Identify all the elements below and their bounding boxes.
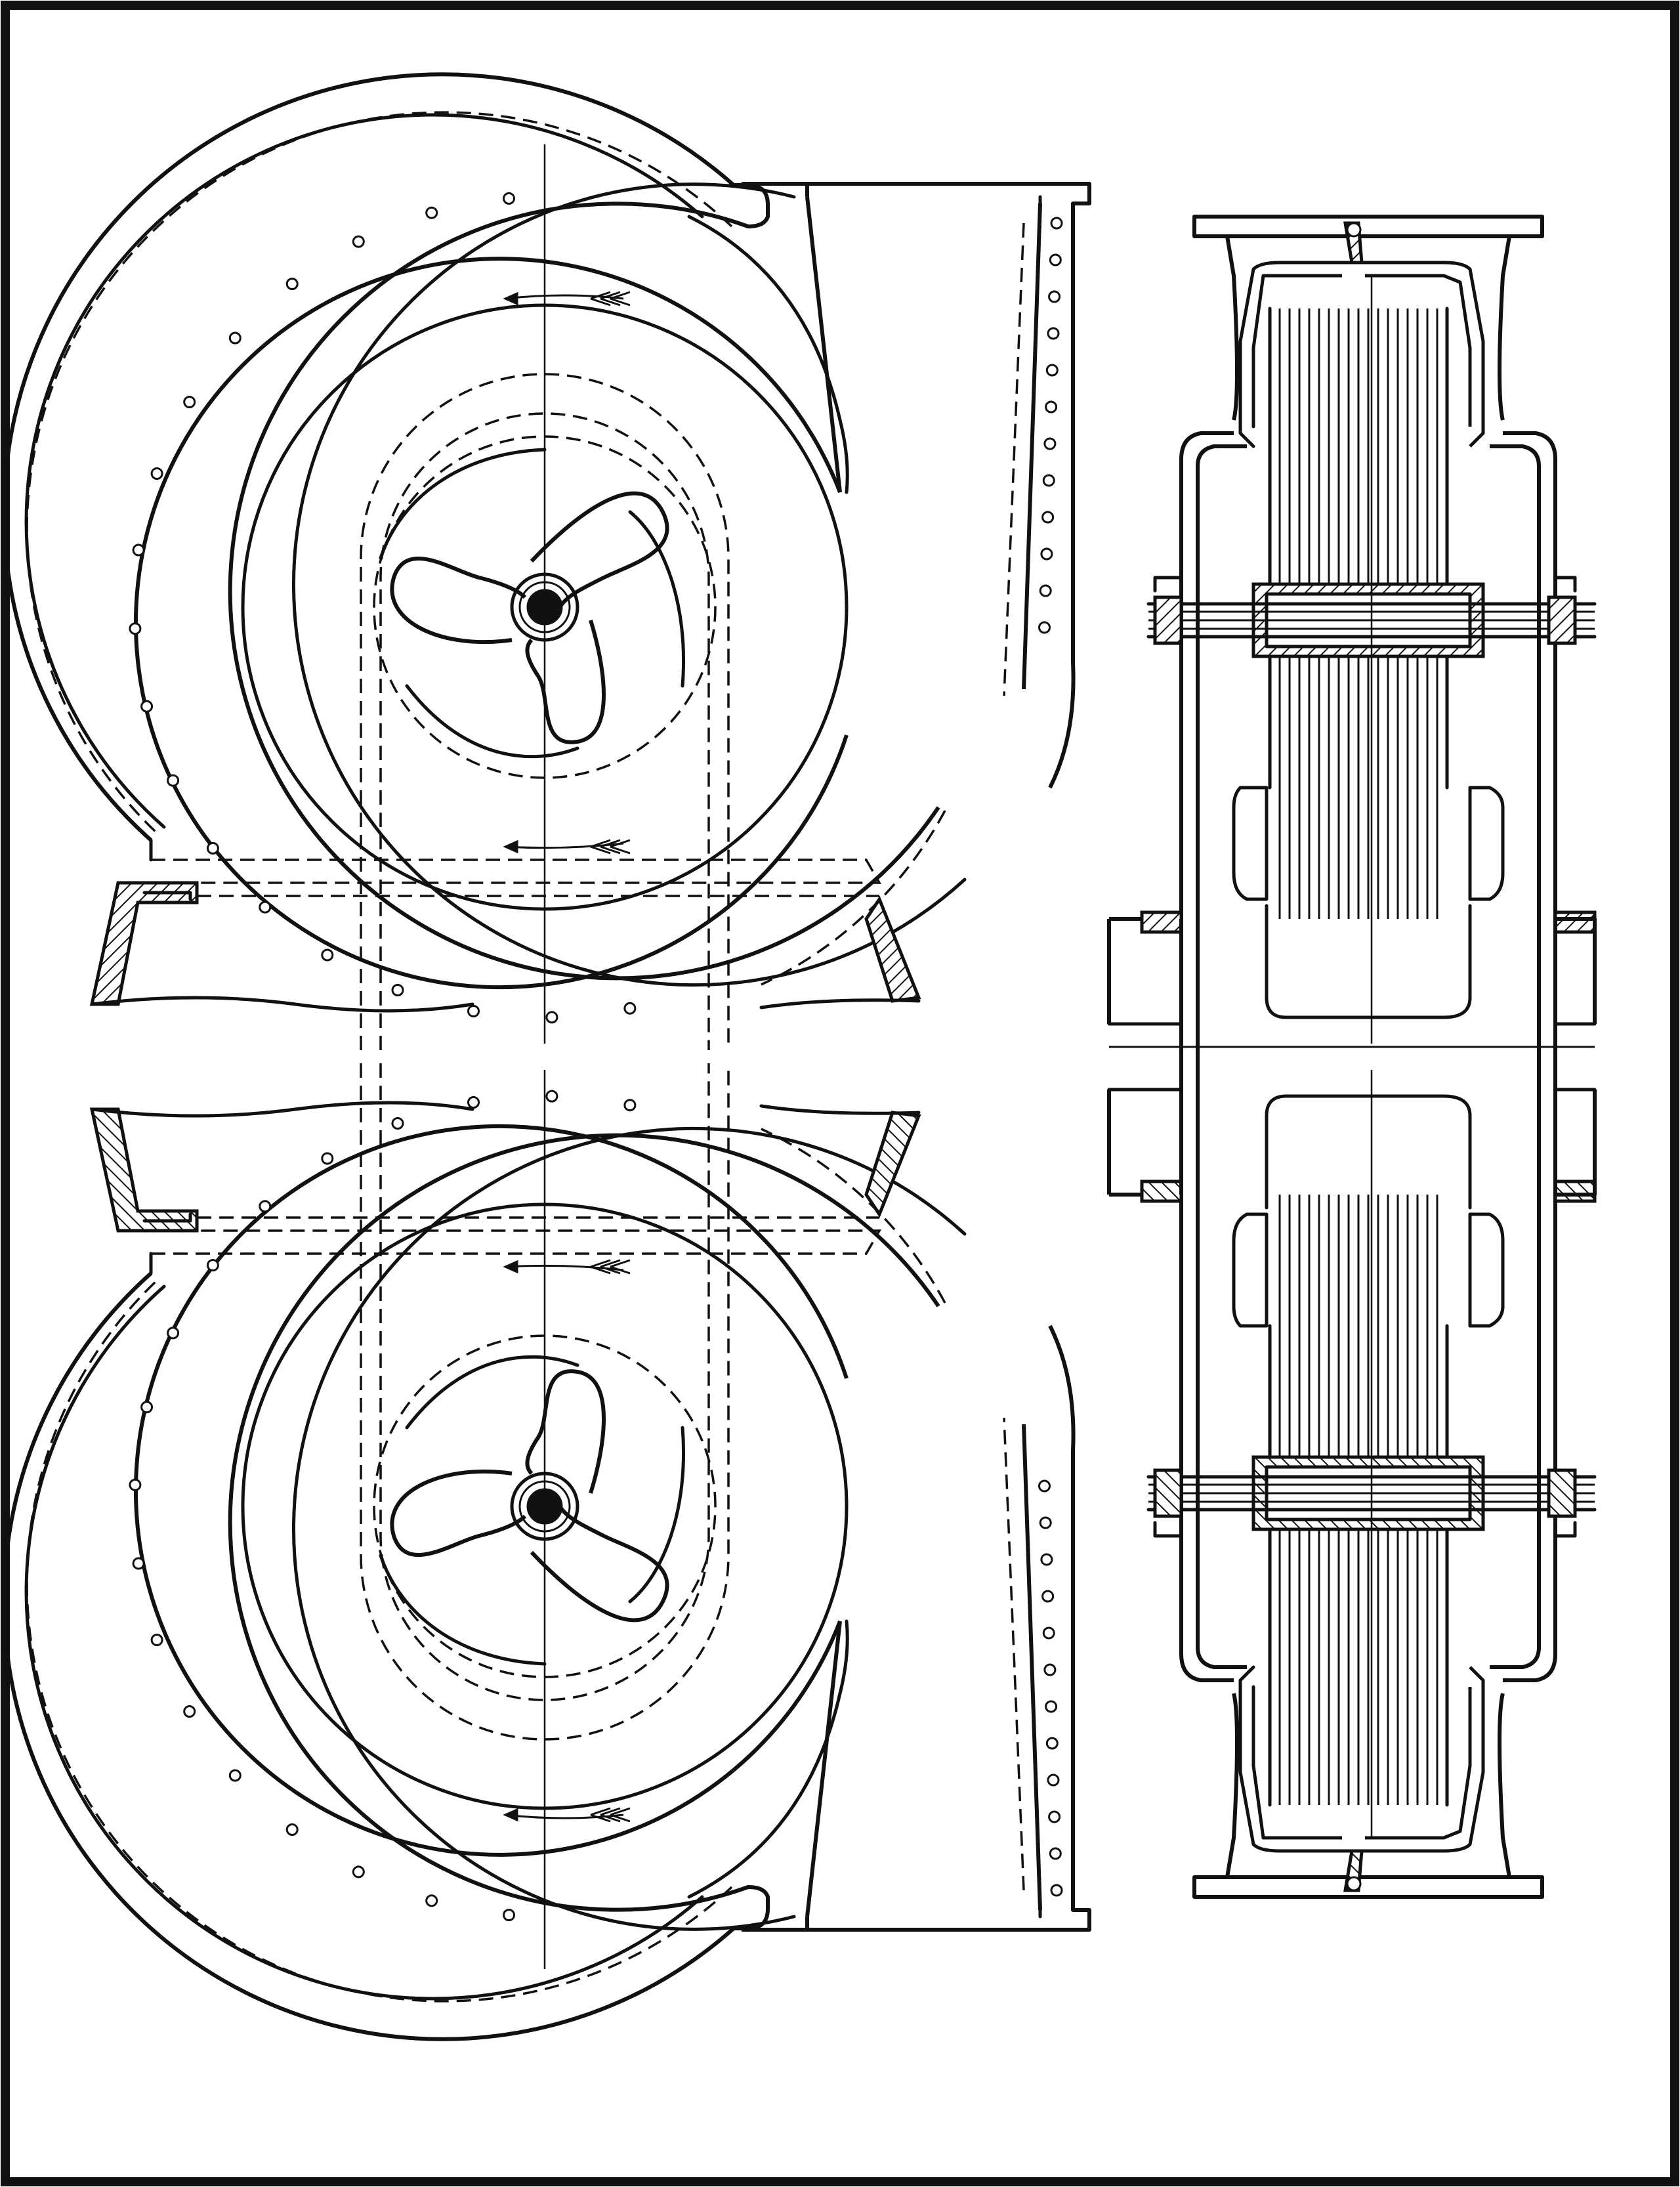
bolt-hole [1038, 1479, 1051, 1493]
bolt-hole [1040, 547, 1053, 561]
bolt-hole [503, 1909, 515, 1922]
volute-lower [4, 1063, 1089, 2039]
bolt-hole [1042, 1626, 1055, 1640]
bolt-hole [129, 1478, 142, 1491]
bolt-hole [183, 1705, 196, 1718]
bolt-hole [228, 331, 242, 345]
bolt-hole [352, 1865, 365, 1879]
bolt-hole [206, 1259, 219, 1272]
bolt-hole [352, 235, 365, 248]
bolt-hole [467, 1096, 480, 1109]
bolt-hole [623, 1099, 637, 1112]
bolt-hole [1039, 584, 1052, 597]
bolt-hole [167, 774, 180, 787]
bolt-hole [623, 1002, 637, 1015]
bolt-hole [140, 1401, 154, 1414]
bolt-hole [545, 1011, 558, 1024]
bolt-hole [1048, 290, 1061, 303]
bolt-hole [285, 278, 299, 290]
volute-upper [4, 74, 1089, 1050]
bolt-hole [1050, 217, 1063, 230]
bolt-hole [503, 192, 515, 205]
bolt-hole [1047, 1773, 1060, 1787]
bolt-hole [1039, 1516, 1052, 1529]
bolt-hole [391, 1117, 404, 1130]
bolt-hole [259, 901, 272, 914]
bolt-hole [1045, 1737, 1059, 1750]
bolt-hole [228, 1769, 242, 1782]
bolt-hole [1049, 1847, 1062, 1860]
bolt-hole [1048, 1810, 1061, 1823]
bolt-hole [467, 1005, 480, 1017]
bolt-hole [1038, 621, 1051, 634]
bolt-hole [1043, 1663, 1057, 1676]
bolt-hole [1043, 437, 1057, 450]
bolt-hole [259, 1200, 272, 1213]
bolt-hole [150, 467, 163, 480]
bolt-hole [129, 622, 142, 635]
bolt-hole [391, 984, 404, 996]
bolt-hole [1041, 1590, 1055, 1603]
bolt-hole [1045, 1700, 1058, 1713]
bolt-hole [132, 543, 145, 557]
bolt-hole [167, 1327, 180, 1340]
bolt-hole [321, 948, 334, 962]
side-casing-walls [1109, 919, 1595, 1195]
casing-bolt-holes [129, 192, 1063, 1922]
bolt-hole [1045, 400, 1058, 414]
bolt-hole [1045, 364, 1059, 377]
bolt-hole [132, 1557, 145, 1570]
bolt-hole [150, 1634, 163, 1646]
bolt-hole [425, 1894, 438, 1907]
bolt-hole [1040, 1553, 1053, 1566]
bolt-hole [1041, 511, 1055, 524]
bolt-hole [285, 1823, 299, 1836]
bolt-hole [183, 396, 196, 408]
bolt-hole [545, 1090, 558, 1103]
bolt-hole [140, 700, 154, 713]
bolt-hole [206, 841, 219, 855]
bolt-hole [321, 1152, 334, 1165]
bolt-hole [1049, 253, 1062, 266]
bolt-hole [1042, 474, 1055, 487]
bolt-hole [1050, 1884, 1063, 1897]
bolt-hole [1047, 327, 1060, 340]
bolt-hole [425, 206, 438, 219]
